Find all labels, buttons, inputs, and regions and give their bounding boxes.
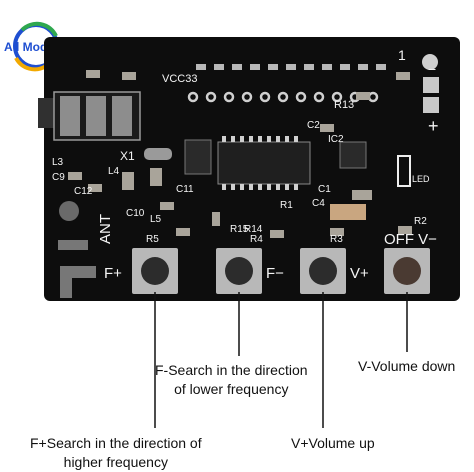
caption-f-plus-line-1: F+Search in the direction of bbox=[30, 435, 202, 451]
pad-left bbox=[60, 266, 96, 278]
pad-row bbox=[196, 64, 386, 70]
label-c4: C4 bbox=[312, 198, 325, 209]
button-f-minus bbox=[216, 248, 262, 294]
button-v-plus bbox=[300, 248, 346, 294]
label-c10: C10 bbox=[126, 208, 145, 219]
caption-f-minus: F-Search in the direction of lower frequ… bbox=[155, 361, 308, 399]
label-c11: C11 bbox=[176, 184, 194, 195]
label-led: LED bbox=[412, 174, 430, 184]
antenna-pad bbox=[58, 240, 88, 250]
mounting-hole bbox=[422, 54, 438, 70]
label-x1: X1 bbox=[120, 149, 135, 163]
caption-v-minus-line-1: V-Volume down bbox=[358, 358, 456, 374]
ic2-regulator bbox=[339, 141, 367, 169]
mounting-hole bbox=[59, 201, 79, 221]
crystal-x1 bbox=[144, 148, 172, 160]
audio-jack bbox=[38, 91, 141, 141]
callout-lines bbox=[154, 292, 408, 428]
label-c2: C2 bbox=[307, 120, 320, 131]
caption-f-plus: F+Search in the direction of higher freq… bbox=[30, 434, 202, 472]
label-pin1: 1 bbox=[398, 47, 406, 63]
label-vcc33: VCC33 bbox=[162, 73, 197, 85]
label-v-plus: V+ bbox=[350, 265, 369, 282]
label-l3: L3 bbox=[52, 157, 64, 168]
caption-v-plus: V+Volume up bbox=[291, 434, 375, 453]
label-r3: R3 bbox=[330, 234, 343, 245]
label-r5: R5 bbox=[146, 234, 159, 245]
caption-f-minus-line-1: F-Search in the direction bbox=[155, 362, 308, 378]
label-ic2: IC2 bbox=[328, 134, 344, 145]
label-r13: R13 bbox=[334, 99, 354, 111]
caption-f-minus-line-2: of lower frequency bbox=[174, 381, 289, 397]
label-l5: L5 bbox=[150, 214, 162, 225]
led-outline bbox=[397, 155, 411, 187]
ic-small bbox=[184, 139, 212, 175]
label-f-minus: F− bbox=[266, 265, 284, 282]
button-v-minus bbox=[384, 248, 430, 294]
label-c12: C12 bbox=[74, 186, 93, 197]
pad-left-lower bbox=[60, 278, 72, 298]
label-r4: R4 bbox=[250, 234, 263, 245]
caption-v-minus: V-Volume down bbox=[358, 357, 455, 376]
label-r2: R2 bbox=[414, 216, 427, 227]
button-f-plus bbox=[132, 248, 178, 294]
header-pins bbox=[423, 77, 439, 113]
label-r1: R1 bbox=[280, 200, 293, 211]
label-r14: R14 bbox=[244, 224, 263, 235]
label-plus: + bbox=[428, 116, 439, 136]
caption-v-plus-line-1: V+Volume up bbox=[291, 435, 375, 451]
ic-main bbox=[217, 136, 311, 190]
capacitor-c4 bbox=[330, 204, 366, 220]
label-minus: − bbox=[428, 61, 436, 77]
label-c1: C1 bbox=[318, 184, 331, 195]
caption-f-plus-line-2: higher frequency bbox=[63, 454, 168, 470]
label-f-plus: F+ bbox=[104, 265, 122, 282]
label-l4: L4 bbox=[108, 166, 120, 177]
label-c9: C9 bbox=[52, 172, 65, 183]
smd-components bbox=[68, 70, 412, 238]
label-off-v-minus: OFF V− bbox=[384, 231, 437, 248]
label-ant: ANT bbox=[97, 214, 114, 244]
silkscreen-labels: VCC33 1 − + R13 C2 IC2 X1 L3 C9 L4 C12 C… bbox=[52, 47, 439, 282]
fm-radio-board: VCC33 1 − + R13 C2 IC2 X1 L3 C9 L4 C12 C… bbox=[38, 37, 460, 301]
label-r15: R15 bbox=[230, 224, 249, 235]
